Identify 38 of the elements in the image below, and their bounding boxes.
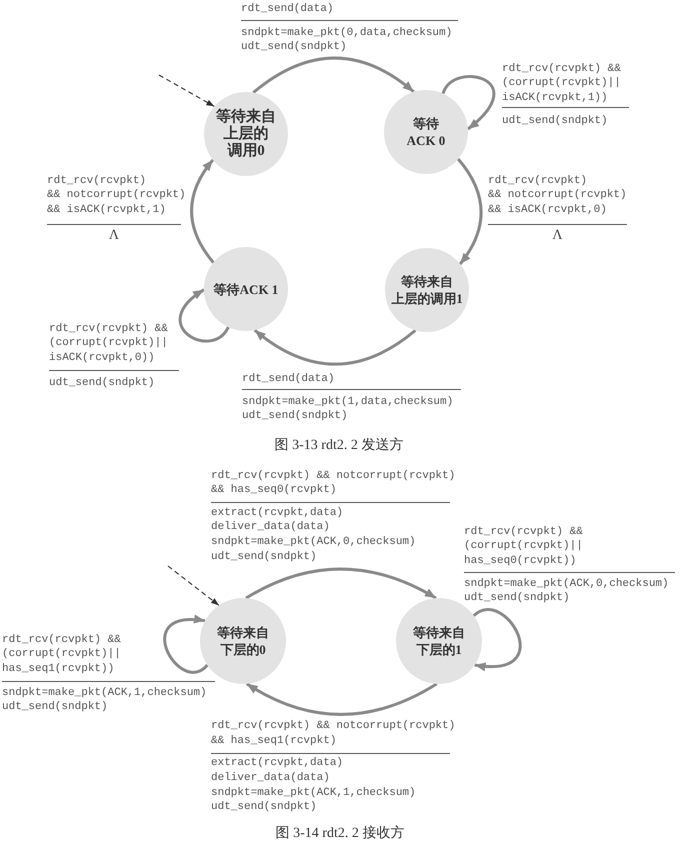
condition-label: rdt_rcv(rcvpkt) && (corrupt(rcvpkt)|| isACK(rcvpkt,0)) — [49, 322, 168, 366]
self-loop-arrow — [163, 616, 208, 674]
action-label: udt_send(sndpkt) — [49, 376, 155, 390]
condition-label: rdt_rcv(rcvpkt) && notcorrupt(rcvpkt) && isACK(rcvpkt,0) — [488, 174, 627, 218]
state-circle: 等待来自上层的调用1 — [385, 248, 469, 332]
condition-label: rdt_rcv(rcvpkt) && notcorrupt(rcvpkt) && isACK(rcvpkt,1) — [47, 174, 186, 218]
state-circle: 等待来自上层的调用0 — [204, 92, 288, 176]
transition-arrow — [190, 158, 215, 264]
action-label: extract(rcvpkt,data) deliver_data(data) sndpkt=make_pkt(ACK,1,checksum) udt_send(sndpkt) — [211, 756, 416, 816]
state-circle: 等待ACK 0 — [384, 90, 468, 174]
action-label: sndpkt=make_pkt(0,data,checksum) udt_send(sndpkt) — [241, 26, 452, 56]
condition-label: rdt_send(data) — [241, 2, 334, 16]
self-loop-arrow — [178, 288, 230, 342]
action-label: sndpkt=make_pkt(ACK,1,checksum) udt_send(sndpkt) — [2, 686, 207, 716]
condition-label: rdt_rcv(rcvpkt) && (corrupt(rcvpkt)|| isACK(rcvpkt,1)) — [502, 62, 621, 106]
condition-label: rdt_rcv(rcvpkt) && (corrupt(rcvpkt)|| has_seq1(rcvpkt)) — [2, 632, 121, 677]
figure-caption: 图 3-14 rdt2. 2 接收方 — [276, 824, 404, 842]
action-label: sndpkt=make_pkt(1,data,checksum) udt_send(sndpkt) — [242, 394, 454, 424]
action-label: Λ — [552, 228, 563, 244]
self-loop-arrow — [442, 75, 496, 130]
condition-label: rdt_send(data) — [242, 372, 334, 386]
initial-arrow — [158, 74, 215, 107]
state-circle: 等待来自下层的0 — [200, 598, 286, 684]
action-label: udt_send(sndpkt) — [502, 114, 608, 128]
transition-arrow — [254, 328, 416, 366]
initial-arrow — [168, 566, 220, 606]
figure-caption: 图 3-13 rdt2. 2 发送方 — [274, 436, 404, 454]
action-label: Λ — [108, 228, 120, 244]
condition-label: rdt_rcv(rcvpkt) && notcorrupt(rcvpkt) && has_seq0(rcvpkt) — [211, 468, 456, 498]
transition-arrow — [457, 158, 483, 265]
transition-arrow — [252, 56, 415, 94]
self-loop-arrow — [473, 608, 522, 670]
condition-label: rdt_rcv(rcvpkt) && notcorrupt(rcvpkt) && has_seq1(rcvpkt) — [211, 719, 456, 749]
action-label: extract(rcvpkt,data) deliver_data(data) sndpkt=make_pkt(ACK,0,checksum) udt_send(sndpkt) — [211, 506, 416, 565]
transition-arrow — [245, 568, 437, 600]
state-circle: 等待ACK 1 — [204, 247, 288, 331]
transition-arrow — [246, 682, 438, 716]
condition-label: rdt_rcv(rcvpkt) && (corrupt(rcvpkt)|| has_seq0(rcvpkt)) — [464, 524, 583, 569]
